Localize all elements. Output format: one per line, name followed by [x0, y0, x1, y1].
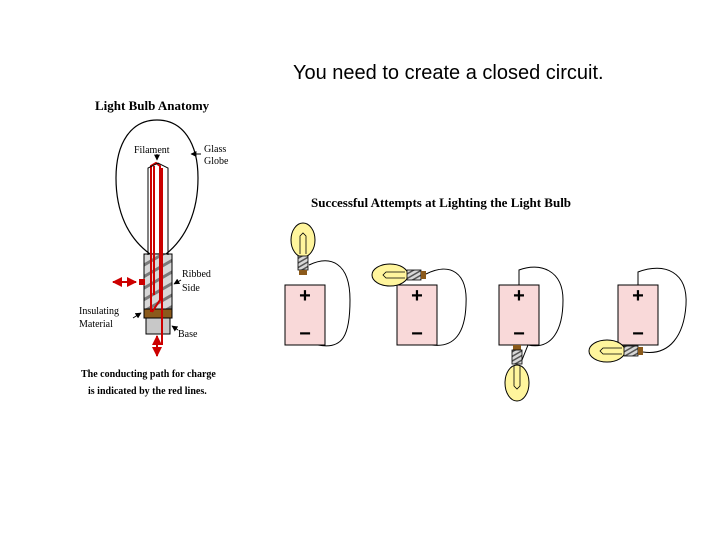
label-glass-line2: Globe [204, 156, 229, 167]
label-filament: Filament [134, 145, 170, 156]
battery-1-plus: + [299, 285, 311, 307]
bulb-4-globe [588, 339, 626, 363]
battery-1-minus: − [299, 323, 311, 345]
battery-4-minus: − [632, 323, 644, 345]
insulating-pointer [132, 312, 142, 319]
battery-1 [284, 284, 326, 346]
base-pointer [171, 325, 179, 332]
attempt-4: + − [588, 267, 687, 363]
bulb-2-filament [382, 271, 405, 279]
battery-4 [617, 284, 659, 346]
bulb-4-socket [623, 345, 639, 357]
bulb-3-globe [504, 364, 530, 402]
bulb-1-socket [297, 255, 309, 271]
bulb-2-tip [421, 271, 426, 279]
label-ribbed-line1: Ribbed [182, 269, 211, 280]
battery-3-minus: − [513, 323, 525, 345]
ribbed-side [143, 253, 173, 310]
attempts-heading: Successful Attempts at Lighting the Ligh… [311, 195, 571, 210]
bulb-3-filament [513, 366, 521, 390]
battery-2-plus: + [411, 285, 423, 307]
bulb-4-filament [599, 347, 622, 355]
conducting-path [150, 161, 163, 345]
bulb-2-socket [406, 269, 422, 281]
attempt-3: + − [498, 266, 564, 402]
caption-line1: The conducting path for charge [81, 369, 216, 380]
insulating-material [143, 308, 173, 319]
attempt-2: + − [371, 263, 467, 346]
wire-2 [425, 268, 467, 346]
bulb-3-socket [511, 349, 523, 365]
caption-line2: is indicated by the red lines. [88, 386, 207, 397]
filament [147, 162, 169, 255]
wire-1 [308, 260, 351, 347]
battery-2 [396, 284, 438, 346]
bulb-1-tip [299, 270, 307, 275]
glass-globe [115, 119, 199, 255]
label-glass-line1: Glass [204, 144, 226, 155]
wire-4 [637, 267, 687, 353]
label-base: Base [178, 329, 198, 340]
battery-3-plus: + [513, 285, 525, 307]
battery-2-minus: − [411, 323, 423, 345]
light-bulb-anatomy: Light Bulb Anatomy Filament Glass Globe … [79, 98, 229, 397]
bulb-2-globe [371, 263, 409, 287]
label-ribbed-line2: Side [182, 283, 200, 294]
battery-4-plus: + [632, 285, 644, 307]
ribbed-pointer [173, 278, 182, 285]
bulb-1-globe [290, 222, 316, 258]
side-contact-marker [139, 279, 145, 285]
bulb-3-tip [513, 345, 521, 350]
slide-title: You need to create a closed circuit. [293, 62, 604, 84]
bulb-1-filament [299, 232, 307, 254]
label-insulating-line2: Material [79, 319, 113, 330]
bulb-base [145, 317, 171, 335]
label-insulating-line1: Insulating [79, 306, 119, 317]
attempt-1: + − [284, 222, 351, 347]
bulb-4-tip [638, 347, 643, 355]
anatomy-heading: Light Bulb Anatomy [95, 98, 210, 113]
wire-3 [518, 266, 564, 361]
